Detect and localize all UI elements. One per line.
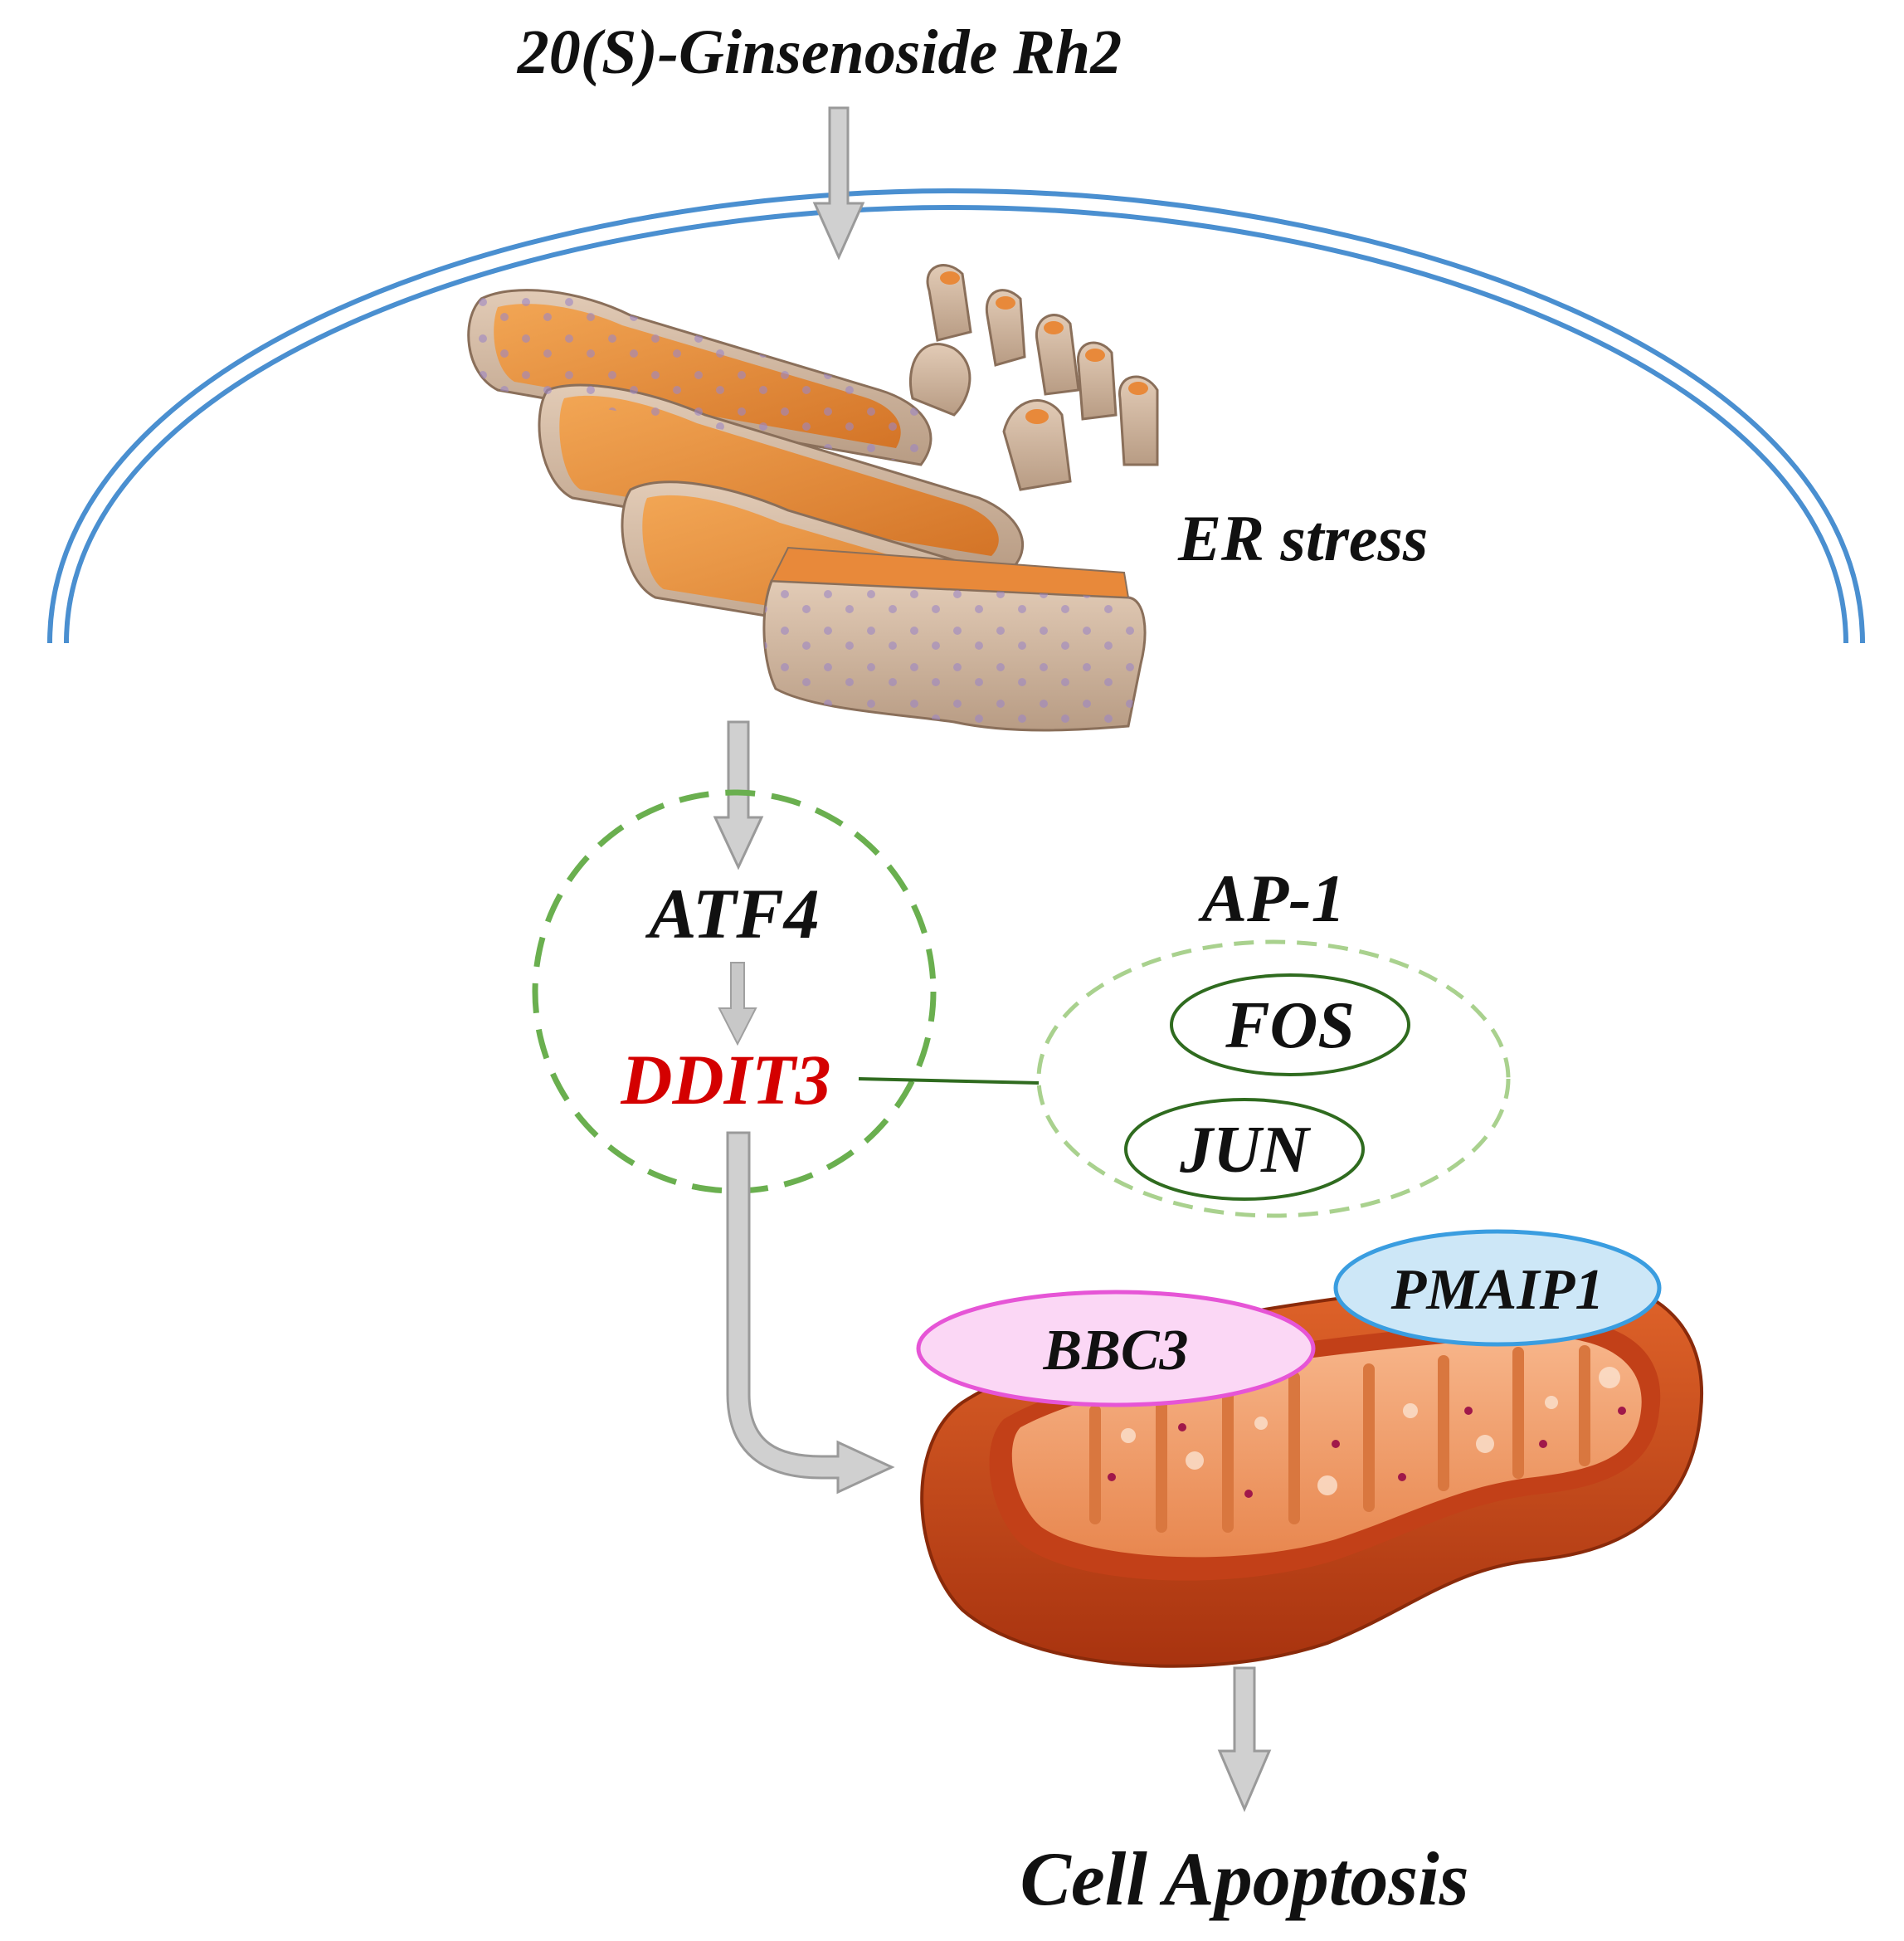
pmaip1-ellipse: [1333, 1229, 1662, 1347]
arrow-drug-to-er: [812, 106, 865, 261]
fos-label: FOS: [1225, 989, 1355, 1062]
er-stress-label: ER stress: [1177, 502, 1428, 574]
atf4-ddit3-circle: [532, 789, 937, 1194]
apoptosis-label: Cell Apoptosis: [1020, 1836, 1469, 1921]
ap1-complex-ellipse: [1036, 939, 1511, 1218]
arrow-mitochondrion-to-apoptosis: [1217, 1666, 1272, 1812]
atf4-label: ATF4: [645, 874, 820, 953]
cell-membrane: [47, 188, 1865, 644]
endoplasmic-reticulum-icon: [467, 264, 1159, 732]
arrow-ddit3-to-mitochondrion: [726, 1131, 895, 1495]
jun-ellipse: [1124, 1098, 1365, 1201]
ap1-label: AP-1: [1197, 861, 1345, 936]
fos-ellipse: [1170, 973, 1410, 1076]
jun-label: JUN: [1179, 1114, 1312, 1187]
arrow-atf4-to-ddit3: [718, 962, 757, 1046]
ddit3-ap1-connector: [858, 1077, 1040, 1085]
bbc3-label: BBC3: [1042, 1319, 1188, 1383]
drug-label: 20(S)-Ginsenoside Rh2: [517, 17, 1122, 87]
ddit3-label: DDIT3: [620, 1040, 830, 1119]
bbc3-ellipse: [916, 1290, 1316, 1407]
pmaip1-label: PMAIP1: [1390, 1258, 1605, 1322]
